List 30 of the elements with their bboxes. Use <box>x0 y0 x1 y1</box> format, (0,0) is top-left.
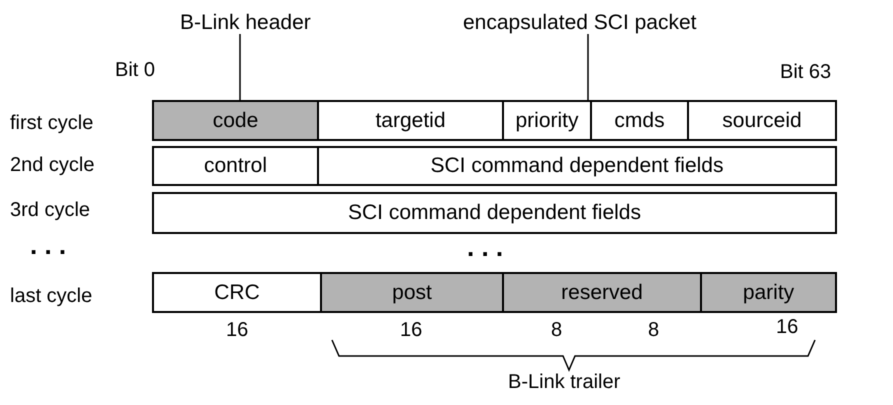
field-cell: targetid <box>317 100 504 141</box>
callout-label: B-Link header <box>180 12 311 33</box>
bit-width: 16 <box>776 317 798 337</box>
field-cell: post <box>320 272 504 313</box>
row-label: 2nd cycle <box>10 155 94 175</box>
field-cell: code <box>152 100 319 141</box>
field-cell: parity <box>700 272 837 313</box>
bit-label: Bit 0 <box>115 60 156 80</box>
ellipsis: . . . <box>30 232 66 258</box>
field-cell: sourceid <box>687 100 837 141</box>
field-cell: reserved <box>502 272 702 313</box>
bit-width: 8 <box>648 320 660 340</box>
field-cell: CRC <box>152 272 322 313</box>
ellipsis: . . . <box>467 234 504 260</box>
callout-label: encapsulated SCI packet <box>463 12 696 33</box>
bit-width: 16 <box>400 320 422 340</box>
row-label: first cycle <box>10 113 94 133</box>
leader-line <box>587 34 589 100</box>
field-cell: priority <box>502 100 592 141</box>
leader-line <box>239 34 241 100</box>
field-cell: SCI command dependent fields <box>152 192 837 234</box>
row-label: last cycle <box>10 286 92 306</box>
field-cell: cmds <box>590 100 689 141</box>
field-cell: control <box>152 146 319 186</box>
bit-width: 8 <box>551 320 562 340</box>
row-label: 3rd cycle <box>10 200 90 220</box>
bit-width: 16 <box>226 320 248 340</box>
bit-label: Bit 63 <box>780 62 832 82</box>
bracket-label: B-Link trailer <box>508 372 620 392</box>
field-cell: SCI command dependent fields <box>317 146 837 186</box>
